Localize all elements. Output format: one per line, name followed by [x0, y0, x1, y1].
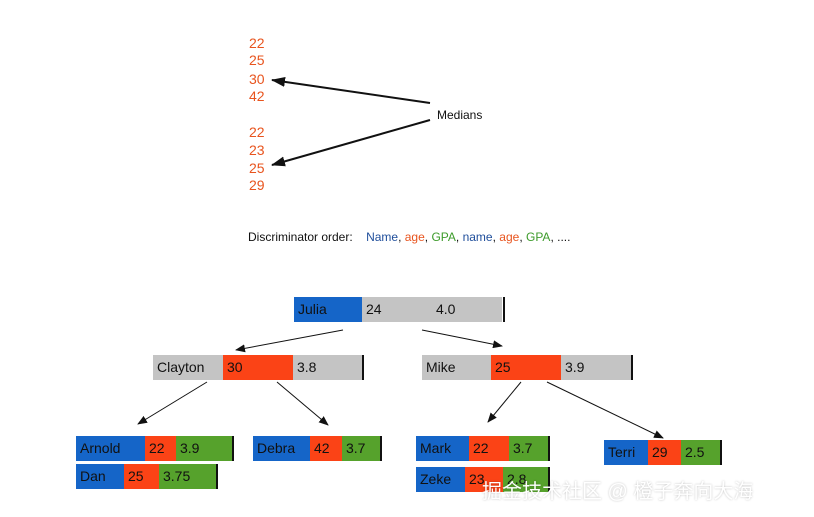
node-name-cell: Clayton — [153, 355, 223, 380]
edge-mike-terri — [546, 381, 664, 439]
median-list-value: 42 — [249, 88, 265, 104]
node-end-marker — [720, 440, 722, 465]
node-age-cell: 25 — [491, 355, 561, 380]
median-list-value: 22 — [249, 124, 265, 140]
edge-julia-clayton — [235, 329, 344, 353]
node-end-marker — [216, 464, 218, 489]
node-gpa-cell: 3.9 — [561, 355, 632, 380]
edge-mike-mark — [487, 381, 522, 423]
tree-node-debra: Debra 42 3.7 — [253, 436, 380, 461]
tree-node-terri: Terri 29 2.5 — [604, 440, 722, 465]
tree-node-mike: Mike 25 3.9 — [422, 355, 632, 380]
node-name-cell: Zeke — [416, 467, 465, 492]
node-gpa-cell: 2.8 — [503, 467, 549, 492]
tree-node-dan: Dan 25 3.75 — [76, 464, 217, 489]
discriminator-separator: , — [398, 230, 405, 244]
edge-clayton-arnold — [137, 381, 208, 425]
node-gpa-cell: 3.7 — [509, 436, 549, 461]
node-age-cell: 29 — [648, 440, 681, 465]
node-gpa-cell: 4.0 — [432, 297, 502, 322]
edge-clayton-debra — [276, 381, 329, 426]
node-name-cell: Mark — [416, 436, 469, 461]
node-name-cell: Terri — [604, 440, 648, 465]
node-age-cell: 22 — [469, 436, 509, 461]
median-arrow-upper — [271, 76, 431, 104]
node-name-cell: Debra — [253, 436, 310, 461]
discriminator-label: Discriminator order: — [248, 230, 353, 244]
discriminator-item: name — [462, 230, 493, 244]
discriminator-item: age — [404, 230, 425, 244]
discriminator-order: Discriminator order: Name, age, GPA, nam… — [248, 230, 570, 244]
node-end-marker — [548, 467, 550, 492]
tree-node-julia: Julia 24 4.0 — [294, 297, 502, 322]
edge-julia-mike — [421, 329, 503, 349]
node-gpa-cell: 3.7 — [342, 436, 380, 461]
node-end-marker — [232, 436, 234, 461]
medians-label: Medians — [437, 108, 483, 122]
median-arrow-lower — [271, 119, 431, 167]
tree-node-mark: Mark 22 3.7 — [416, 436, 549, 461]
node-name-cell: Mike — [422, 355, 491, 380]
node-end-marker — [503, 297, 505, 322]
discriminator-separator: , .... — [550, 230, 571, 244]
median-list-value: 22 — [249, 35, 265, 51]
discriminator-item: GPA — [525, 230, 551, 244]
node-name-cell: Julia — [294, 297, 362, 322]
node-end-marker — [631, 355, 633, 380]
node-gpa-cell: 3.75 — [159, 464, 217, 489]
node-gpa-cell: 3.9 — [176, 436, 233, 461]
tree-node-arnold: Arnold 22 3.9 — [76, 436, 233, 461]
watermark: 掘金技术社区 @ 橙子奔向大海 — [482, 481, 754, 503]
node-age-cell: 23 — [465, 467, 503, 492]
node-age-cell: 25 — [124, 464, 159, 489]
node-name-cell: Arnold — [76, 436, 145, 461]
node-end-marker — [362, 355, 364, 380]
tree-node-clayton: Clayton 30 3.8 — [153, 355, 363, 380]
discriminator-separator: , — [492, 230, 500, 244]
discriminator-item: GPA — [431, 230, 456, 244]
discriminator-item: age — [499, 230, 520, 244]
discriminator-item: Name — [366, 230, 399, 244]
median-list-value: 30 — [249, 71, 265, 87]
node-age-cell: 22 — [145, 436, 176, 461]
discriminator-separator: , — [519, 230, 526, 244]
node-end-marker — [548, 436, 550, 461]
node-end-marker — [380, 436, 382, 461]
node-age-cell: 24 — [362, 297, 432, 322]
node-age-cell: 42 — [310, 436, 342, 461]
median-list-value: 23 — [249, 142, 265, 158]
median-list-value: 25 — [249, 52, 265, 68]
node-gpa-cell: 2.5 — [681, 440, 722, 465]
node-name-cell: Dan — [76, 464, 124, 489]
discriminator-separator: , — [455, 230, 463, 244]
discriminator-separator: , — [424, 230, 432, 244]
tree-node-zeke: Zeke 23 2.8 — [416, 467, 549, 492]
median-list-value: 29 — [249, 177, 265, 193]
node-age-cell: 30 — [223, 355, 293, 380]
node-gpa-cell: 3.8 — [293, 355, 363, 380]
median-list-value: 25 — [249, 160, 265, 176]
